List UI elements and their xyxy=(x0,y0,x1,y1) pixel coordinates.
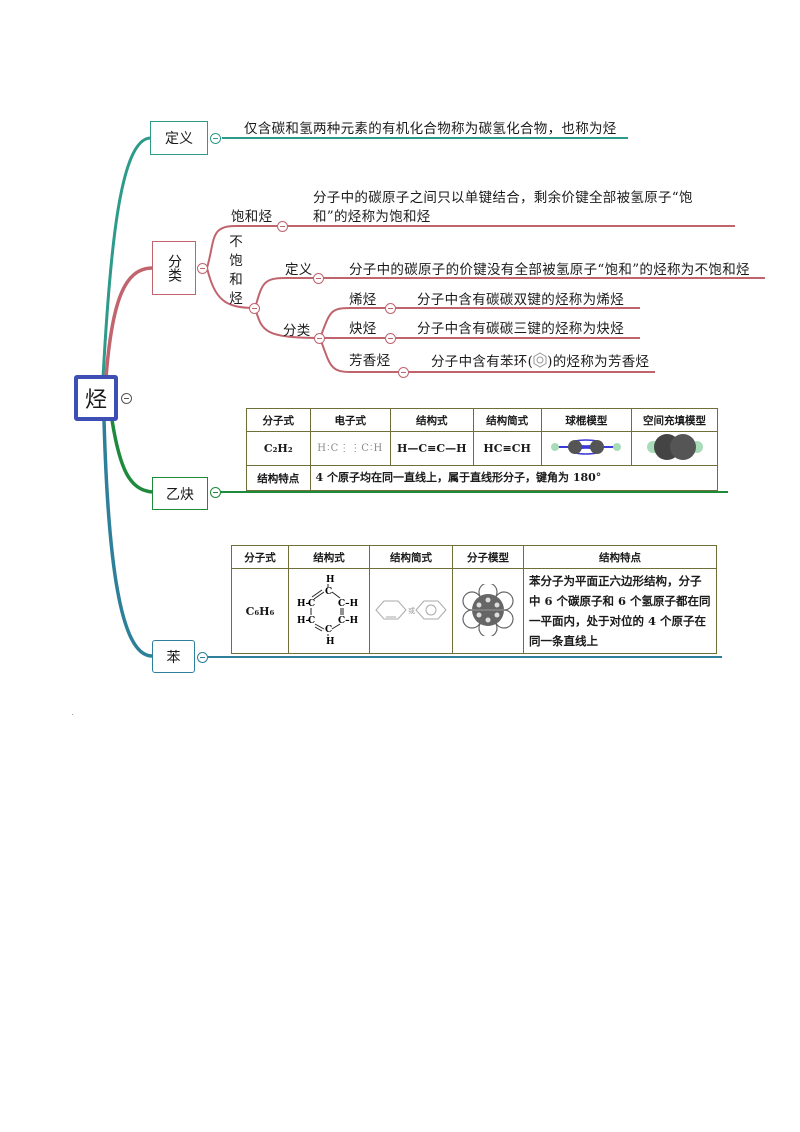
root-collapse-toggle[interactable] xyxy=(121,393,132,404)
benzene-node[interactable]: 苯 xyxy=(152,640,195,673)
svg-text:H–: H– xyxy=(297,616,311,626)
svg-text:C: C xyxy=(325,587,332,597)
saturated-collapse-toggle[interactable] xyxy=(277,221,288,232)
svg-text:C: C xyxy=(308,599,315,609)
definition-text: 仅含碳和氢两种元素的有机化合物称为碳氢化合物，也称为烃 xyxy=(244,121,617,137)
benzene-collapse-toggle[interactable] xyxy=(197,652,208,663)
space-filling-model-icon xyxy=(646,434,703,460)
ball-stick-model-icon xyxy=(551,439,622,455)
ethyne-node[interactable]: 乙炔 xyxy=(152,477,208,510)
unsaturated-collapse-toggle[interactable] xyxy=(249,303,260,314)
alkyne-text: 分子中含有碳碳三键的烃称为炔烃 xyxy=(417,321,624,337)
classification-collapse-toggle[interactable] xyxy=(197,263,208,274)
header-cell: 结构特点 xyxy=(523,545,717,569)
alkene-label: 烯烃 xyxy=(349,292,377,308)
unsaturated-definition-collapse-toggle[interactable] xyxy=(313,273,324,284)
ethyne-table-row: C₂H₂ H∶C⋮⋮C∶H H—C≡C—H HC≡CH xyxy=(246,431,718,466)
alkyne-label: 炔烃 xyxy=(349,321,377,337)
ethyne-label: 乙炔 xyxy=(166,486,194,503)
benzene-molecular-model-icon xyxy=(462,581,514,638)
structural-formula: H—C≡C—H xyxy=(389,431,474,466)
aromatic-label: 芳香烃 xyxy=(349,353,391,369)
alkyne-collapse-toggle[interactable] xyxy=(385,333,396,344)
feature-label: 结构特点 xyxy=(246,465,311,491)
ethyne-table-header-row: 分子式 电子式 结构式 结构简式 球棍模型 空间充填模型 xyxy=(246,408,718,432)
header-cell: 分子式 xyxy=(246,408,311,432)
header-cell: 分子式 xyxy=(231,545,289,569)
svg-text:H–: H– xyxy=(297,599,311,609)
svg-text:C: C xyxy=(325,625,332,635)
subclass-collapse-toggle[interactable] xyxy=(314,333,325,344)
unsaturated-definition-text: 分子中的碳原子的价键没有全部被氢原子“饱和”的烃称为不饱和烃 xyxy=(349,262,750,278)
svg-text:或: 或 xyxy=(408,606,415,615)
definition-collapse-toggle[interactable] xyxy=(210,133,221,144)
feature-text: 苯分子为平面正六边形结构，分子中 6 个碳原子和 6 个氢原子都在同一平面内，处… xyxy=(523,568,717,654)
molecular-formula: C₆H₆ xyxy=(231,568,289,654)
aromatic-text: 分子中含有苯环()的烃称为芳香烃 xyxy=(431,352,650,370)
ball-stick-model-cell xyxy=(540,431,633,466)
subclass-label: 分类 xyxy=(283,323,311,339)
stray-dot xyxy=(72,714,73,715)
benzene-structural-formula-icon: H C CH– C–H CH– C–H C H xyxy=(297,575,359,647)
aromatic-collapse-toggle[interactable] xyxy=(398,367,409,378)
molecular-formula: C₂H₂ xyxy=(246,431,311,466)
definition-label: 定义 xyxy=(165,131,193,147)
svg-text:H: H xyxy=(326,575,335,585)
condensed-formula: HC≡CH xyxy=(472,431,542,466)
svg-text:C: C xyxy=(308,616,315,626)
root-label: 烃 xyxy=(84,388,107,413)
feature-text: 4 个原子均在同一直线上，属于直线形分子，键角为 180° xyxy=(309,465,719,491)
svg-text:H: H xyxy=(326,637,335,647)
root-node[interactable]: 烃 xyxy=(74,375,118,421)
electron-formula: H∶C⋮⋮C∶H xyxy=(309,431,391,466)
benzene-label: 苯 xyxy=(166,649,181,666)
header-cell: 结构式 xyxy=(288,545,370,569)
space-filling-model-cell xyxy=(631,431,718,466)
header-cell: 结构简式 xyxy=(472,408,542,432)
header-cell: 结构简式 xyxy=(369,545,453,569)
ethyne-table: 分子式 电子式 结构式 结构简式 球棍模型 空间充填模型 C₂H₂ H∶C⋮⋮C… xyxy=(246,408,719,491)
benzene-ring-icon xyxy=(533,352,547,368)
benzene-condensed-formula-icon: 或 xyxy=(375,600,447,619)
header-cell: 结构式 xyxy=(389,408,474,432)
unsaturated-label: 不 饱 和 烃 xyxy=(229,234,243,307)
condensed-formula-cell: 或 xyxy=(369,568,453,654)
header-cell: 空间充填模型 xyxy=(631,408,718,432)
molecular-model-cell xyxy=(452,568,524,654)
benzene-table-header-row: 分子式 结构式 结构简式 分子模型 结构特点 xyxy=(231,545,717,569)
svg-text:C–H: C–H xyxy=(338,616,359,626)
ethyne-feature-row: 结构特点 4 个原子均在同一直线上，属于直线形分子，键角为 180° xyxy=(246,465,719,491)
ethyne-collapse-toggle[interactable] xyxy=(210,487,221,498)
header-cell: 分子模型 xyxy=(452,545,524,569)
definition-node[interactable]: 定义 xyxy=(150,121,208,155)
classification-label: 分类 xyxy=(166,254,182,282)
classification-node[interactable]: 分类 xyxy=(152,241,196,295)
alkene-collapse-toggle[interactable] xyxy=(385,303,396,314)
header-cell: 球棍模型 xyxy=(540,408,633,432)
unsaturated-definition-label: 定义 xyxy=(285,262,313,278)
header-cell: 电子式 xyxy=(309,408,391,432)
svg-text:C–H: C–H xyxy=(338,599,359,609)
saturated-label: 饱和烃 xyxy=(231,209,273,225)
alkene-text: 分子中含有碳碳双键的烃称为烯烃 xyxy=(417,292,624,308)
saturated-text-line1: 分子中的碳原子之间只以单键结合，剩余价键全部被氢原子“饱 xyxy=(313,190,693,206)
saturated-text-line2: 和”的烃称为饱和烃 xyxy=(313,209,431,225)
